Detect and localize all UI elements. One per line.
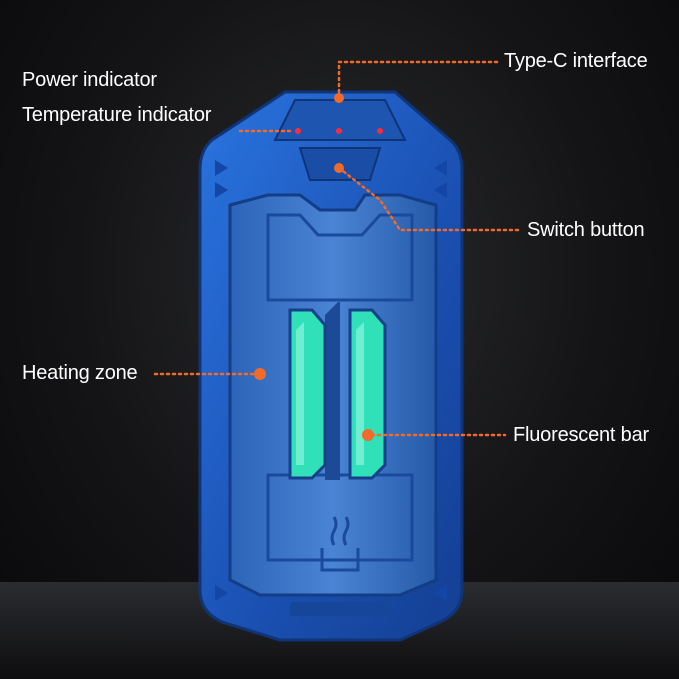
fluorescent-bar-right	[348, 308, 387, 480]
label-fluorescent-bar: Fluorescent bar	[513, 424, 649, 446]
indicator-leds	[295, 128, 383, 134]
label-heating-zone: Heating zone	[22, 362, 138, 384]
fluorescent-bar-left	[288, 308, 327, 480]
label-switch-button: Switch button	[527, 219, 645, 241]
callout-dots	[254, 93, 374, 441]
leader-lines	[153, 60, 520, 437]
device-body	[198, 90, 464, 642]
heat-logo-icon	[320, 516, 360, 572]
label-type-c-interface: Type-C interface	[504, 50, 648, 72]
label-power-indicator: Power indicator	[22, 69, 157, 91]
label-temperature-indicator: Temperature indicator	[22, 104, 212, 126]
